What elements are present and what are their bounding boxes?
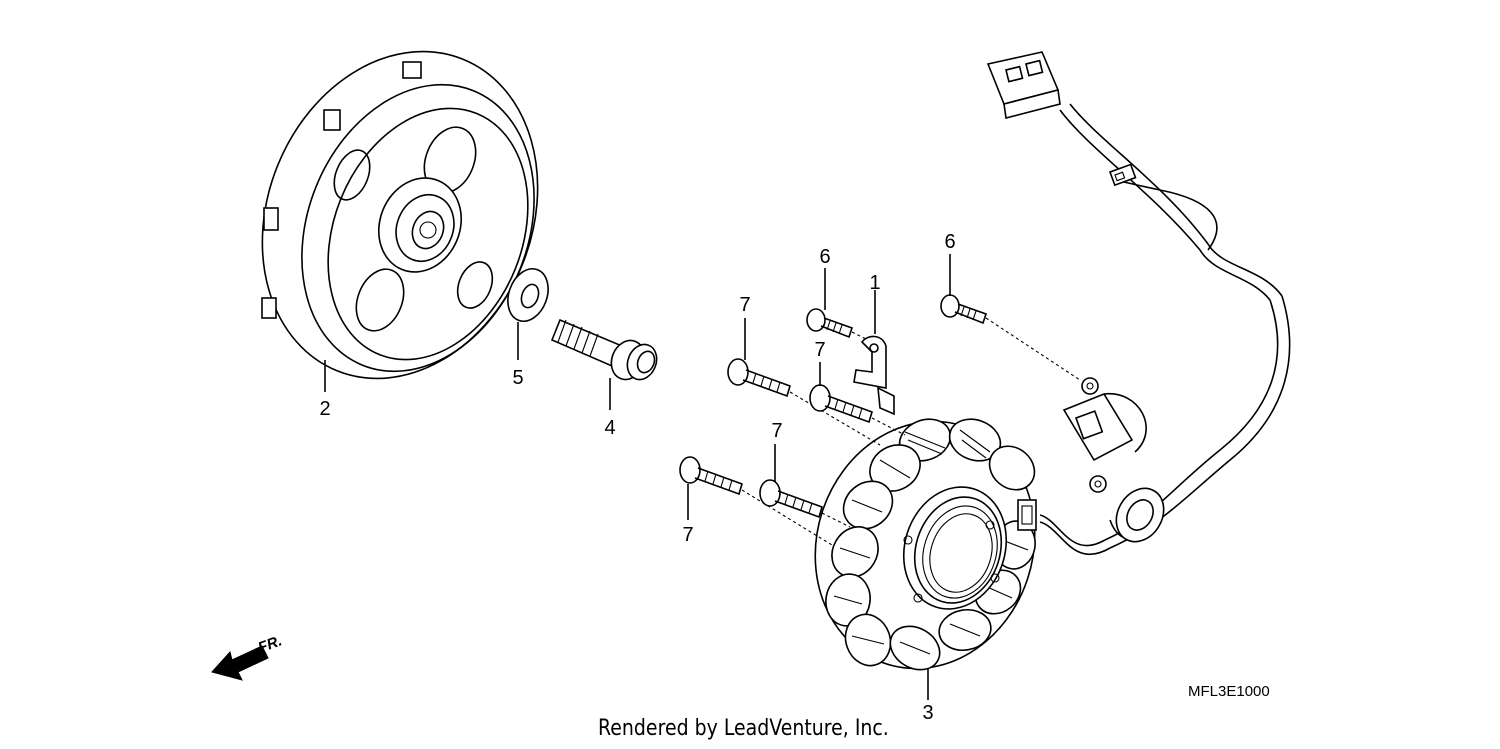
callout-7-lower-mid: 7 (771, 420, 783, 442)
pulse-sensor (1062, 377, 1147, 493)
callout-1: 1 (869, 272, 881, 294)
front-direction-arrow-icon (211, 645, 269, 681)
washer-part (507, 268, 549, 360)
callout-3: 3 (922, 702, 934, 724)
small-connector (1108, 163, 1137, 187)
flywheel-bolt-part (550, 318, 658, 410)
stator-bolt-d (679, 456, 833, 546)
diagram-code: MFL3E1000 (1188, 683, 1270, 700)
main-connector (986, 51, 1061, 119)
wire-clamp-part (853, 290, 895, 416)
callout-7-bottom: 7 (682, 524, 694, 546)
callout-2: 2 (319, 398, 331, 420)
stator-coils (825, 418, 1036, 671)
callout-6-right: 6 (944, 231, 956, 253)
render-credit: Rendered by LeadVenture, Inc. (598, 716, 889, 741)
callout-7-upper-mid: 7 (814, 339, 826, 361)
callout-7-top: 7 (739, 294, 751, 316)
stator-bolt-a (727, 318, 881, 446)
flywheel-part (261, 50, 539, 392)
stator-bolt-b (809, 362, 906, 436)
callout-5: 5 (512, 367, 524, 389)
sensor-screw-a (806, 268, 869, 341)
stator-bolt-c (759, 444, 851, 528)
wire-harness (1039, 103, 1291, 556)
stator-part (814, 418, 1037, 700)
harness-grommet (1115, 487, 1165, 543)
callout-4: 4 (604, 417, 616, 439)
callout-6-left: 6 (819, 246, 831, 268)
sensor-screw-b (940, 254, 1081, 381)
